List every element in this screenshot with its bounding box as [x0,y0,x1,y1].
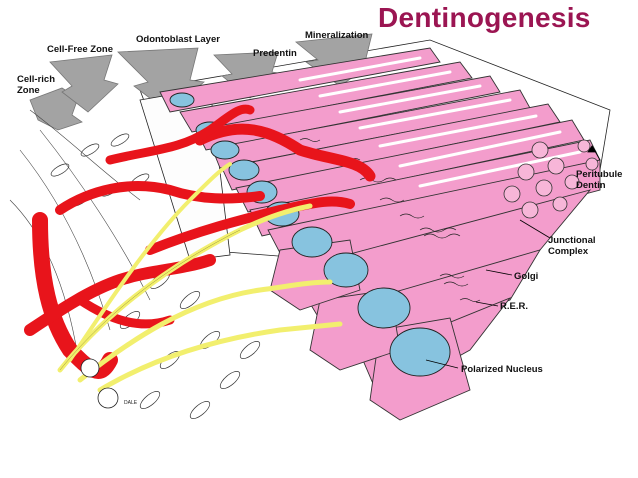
nucleus [291,226,333,258]
label-junctional-complex: Junctional Complex [548,235,608,257]
label-peritubule-dentin-text: Peritubule Dentin [576,169,623,191]
page-title: Dentinogenesis [378,2,591,33]
nucleus [228,159,260,181]
nucleus [169,92,195,108]
capillary-loop [145,196,355,255]
nerve-bundle-ends [80,358,119,409]
nerve [77,279,333,383]
capillary-loop [105,104,255,165]
odontoblast-cell [179,61,473,133]
label-cell-free-zone: Cell-Free Zone [47,44,113,55]
nerve [68,162,232,362]
arteriole [24,254,216,336]
nucleus [323,252,369,288]
label-predentin: Predentin [253,48,297,59]
label-mineralization: Mineralization [305,30,369,41]
label-cell-rich-zone-text: Cell-rich Zone [17,74,56,96]
label-odontoblast-layer: Odontoblast Layer [136,34,220,45]
label-leaders [425,145,601,369]
arrow-cell-free-zone [49,54,119,113]
capillary-loop [194,123,376,182]
nucleus [210,140,240,160]
arrow-cell-rich-zone [29,87,83,131]
label-junctional-complex-text: Junctional Complex [548,235,596,257]
blood-vessels [24,104,376,379]
capillary-loop [55,181,265,215]
label-golgi: Golgi [514,271,539,282]
label-peritubule-dentin: Peritubule Dentin [576,169,632,191]
nerve-outline [59,229,241,371]
nerve [97,321,343,393]
label-polarized-nucleus: Polarized Nucleus [461,364,543,375]
dentinal-tubules [298,56,582,188]
artist-signature: DALE [124,400,138,406]
label-rer: R.E.R. [500,301,528,312]
nucleus [357,287,411,329]
peritubule-rings [503,139,599,219]
label-cell-rich-zone: Cell-rich Zone [17,74,55,96]
polarized-nucleus [389,327,451,377]
